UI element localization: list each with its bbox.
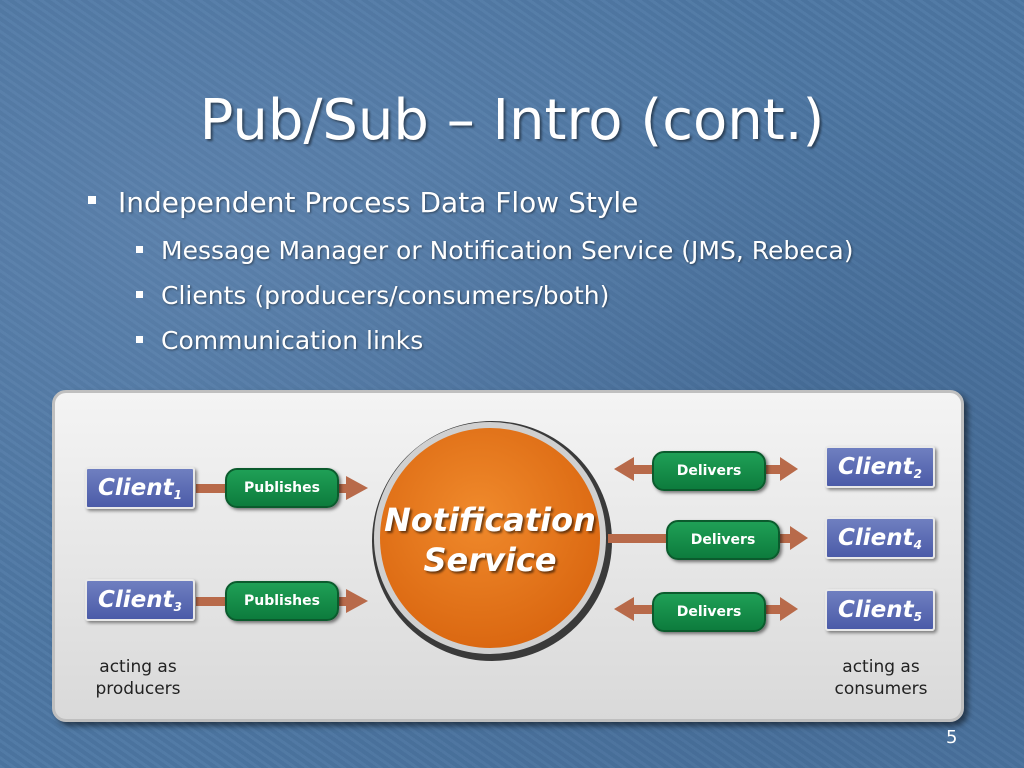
consumer-link-arrowhead: [614, 457, 634, 481]
notification-service-label: Notification Service: [370, 500, 610, 580]
client-name: Client: [838, 454, 914, 480]
consumer-link-arrowhead: [790, 526, 808, 550]
client-subscript: 3: [173, 600, 182, 614]
producers-note: acting as producers: [78, 656, 198, 700]
publishes-label-1: Publishes: [225, 468, 339, 508]
client-name: Client: [838, 597, 914, 623]
client-name: Client: [98, 587, 174, 613]
client-subscript: 4: [913, 538, 922, 552]
consumer-client-5: Client5: [825, 589, 935, 631]
producer-link-arrowhead: [346, 476, 368, 500]
delivers-label-4: Delivers: [666, 520, 780, 560]
square-bullet-icon: [136, 335, 143, 343]
consumer-client-2: Client2: [825, 446, 935, 488]
bullet-item: Independent Process Data Flow Style: [88, 186, 638, 219]
sub-bullet-text: Clients (producers/consumers/both): [161, 281, 610, 310]
client-name: Client: [98, 475, 174, 501]
service-label-line2: Service: [423, 541, 557, 579]
consumer-link-arrowhead: [614, 597, 634, 621]
delivers-label-2: Delivers: [652, 451, 766, 491]
producers-note-line2: producers: [95, 679, 181, 699]
client-subscript: 5: [913, 610, 922, 624]
publishes-label-3: Publishes: [225, 581, 339, 621]
client-name: Client: [838, 525, 914, 551]
slide-title: Pub/Sub – Intro (cont.): [199, 88, 825, 153]
producer-client-3: Client3: [85, 579, 195, 621]
square-bullet-icon: [88, 196, 96, 204]
slide-number: 5: [946, 727, 958, 748]
service-label-line1: Notification: [384, 501, 596, 539]
producer-client-1: Client1: [85, 467, 195, 509]
delivers-label-5: Delivers: [652, 592, 766, 632]
sub-bullet-text: Communication links: [161, 326, 424, 355]
consumers-note-line2: consumers: [834, 679, 928, 699]
consumers-note-line1: acting as: [842, 657, 920, 677]
client-subscript: 2: [913, 467, 922, 481]
square-bullet-icon: [136, 290, 143, 298]
sub-bullet-text: Message Manager or Notification Service …: [161, 236, 854, 265]
consumer-link-arrowhead: [780, 457, 798, 481]
producer-link-arrowhead: [346, 589, 368, 613]
sub-bullet-item: Communication links: [136, 326, 423, 355]
notification-service-core: [380, 428, 600, 648]
consumers-note: acting as consumers: [815, 656, 947, 700]
consumer-link-arrowhead: [780, 597, 798, 621]
sub-bullet-item: Clients (producers/consumers/both): [136, 281, 609, 310]
client-subscript: 1: [173, 488, 182, 502]
sub-bullet-item: Message Manager or Notification Service …: [136, 236, 853, 265]
square-bullet-icon: [136, 245, 143, 253]
producers-note-line1: acting as: [99, 657, 177, 677]
consumer-client-4: Client4: [825, 517, 935, 559]
bullet-text: Independent Process Data Flow Style: [118, 186, 639, 219]
